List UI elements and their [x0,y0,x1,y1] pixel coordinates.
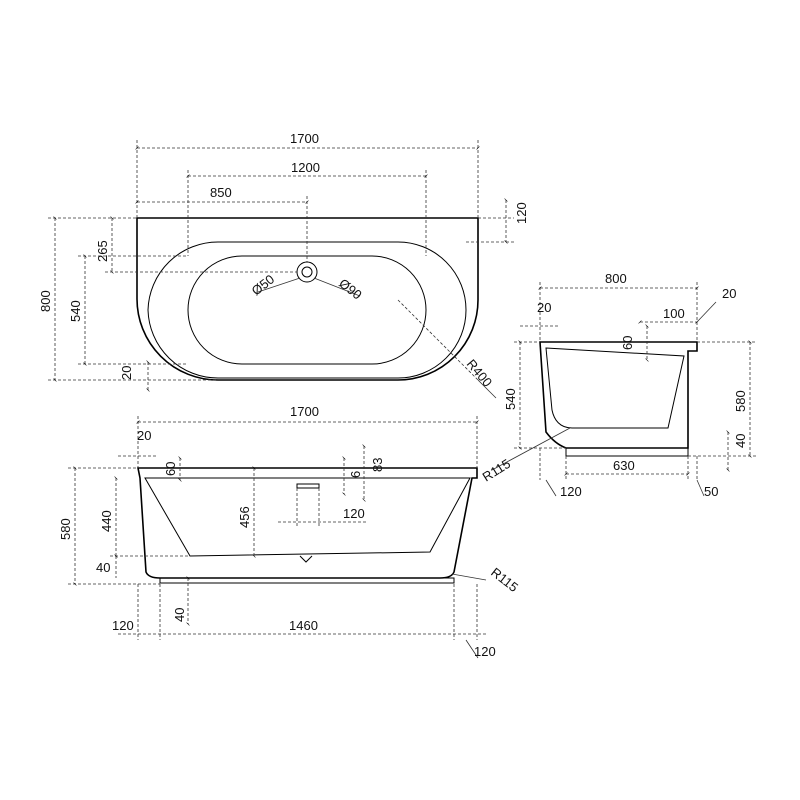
side-ledge-drop: 60 [620,336,635,350]
side-base-height: 40 [733,434,748,448]
front-view-base [159,577,455,584]
top-rim-front: 20 [119,366,134,380]
front-drain-depth-b: 83 [370,458,385,472]
side-base-width: 630 [613,458,635,473]
front-view-drain [296,483,320,489]
top-view-outer-outline [136,217,479,381]
top-inner-width: 540 [68,300,83,322]
front-bottom-thickness: 40 [96,560,110,575]
side-rim-left: 20 [537,300,551,315]
top-drain-from-back: 265 [95,240,110,262]
side-base-offset-right: 50 [704,484,718,499]
front-base-radius: R115 [488,565,521,595]
overflow-diameter-label: Ø90 [336,276,365,303]
front-overall-length: 1700 [290,404,319,419]
side-inner-depth: 540 [503,388,518,410]
top-drain-offset: 850 [210,185,232,200]
front-view: 1700 20 60 6 83 120 580 440 456 40 40 12… [58,404,521,659]
top-rim-back: 120 [514,202,529,224]
side-view: 800 20 100 20 60 540 580 40 630 120 50 R… [480,271,756,499]
front-height: 580 [58,518,73,540]
top-view: 1700 1200 850 800 540 265 120 20 Ø50 Ø90… [38,131,529,399]
side-view-inner [545,347,685,429]
top-inner-length: 1200 [291,160,320,175]
side-base-offset-left: 120 [560,484,582,499]
drain-inner [301,266,313,278]
top-corner-radius: R400 [464,356,495,389]
front-depth-at-drain: 456 [237,506,252,528]
side-rim-right: 20 [722,286,736,301]
side-ledge: 100 [663,306,685,321]
top-overall-length: 1700 [290,131,319,146]
top-width: 800 [38,290,53,312]
top-view-rim-outline [147,241,467,379]
top-view-inner-basin [187,255,427,365]
front-drain-depth-a: 6 [348,471,363,478]
side-base-radius: R115 [480,456,513,485]
front-rim-left: 20 [137,428,151,443]
front-base-length: 1460 [289,618,318,633]
front-base-height: 40 [172,608,187,622]
side-outer-height: 580 [733,390,748,412]
front-view-waste [299,555,313,563]
front-inner-depth: 440 [99,510,114,532]
front-rim-top: 60 [163,462,178,476]
drain-diameter-label: Ø50 [249,271,278,298]
drain-outer [296,261,318,283]
front-base-offset-left: 120 [112,618,134,633]
front-drain-offset: 120 [343,506,365,521]
side-width: 800 [605,271,627,286]
front-view-inner [144,477,471,557]
side-view-base [565,447,689,457]
side-view-outline [539,341,698,449]
front-base-offset-right: 120 [474,644,496,659]
